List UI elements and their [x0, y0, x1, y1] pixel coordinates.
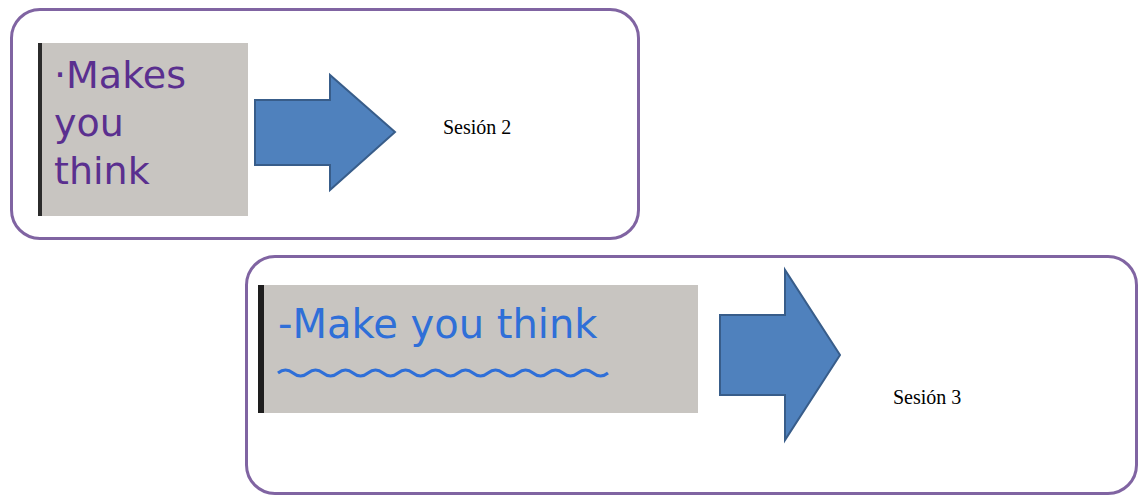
session-frame: Sesión 2 ·Makes you think: [10, 8, 640, 240]
session-label: Sesión 3: [893, 386, 961, 409]
whiteboard-photo: ·Makes you think: [38, 43, 248, 216]
session-frame: Sesión 3 -Make you think: [245, 255, 1138, 495]
block-arrow: [255, 75, 395, 190]
block-arrow: [720, 270, 840, 440]
whiteboard-photo: -Make you think: [258, 285, 698, 413]
wavy-underline: [278, 370, 608, 376]
session-label: Sesión 2: [443, 116, 511, 139]
handwritten-note: -Make you think: [278, 299, 597, 349]
handwritten-note: ·Makes you think: [54, 51, 204, 195]
